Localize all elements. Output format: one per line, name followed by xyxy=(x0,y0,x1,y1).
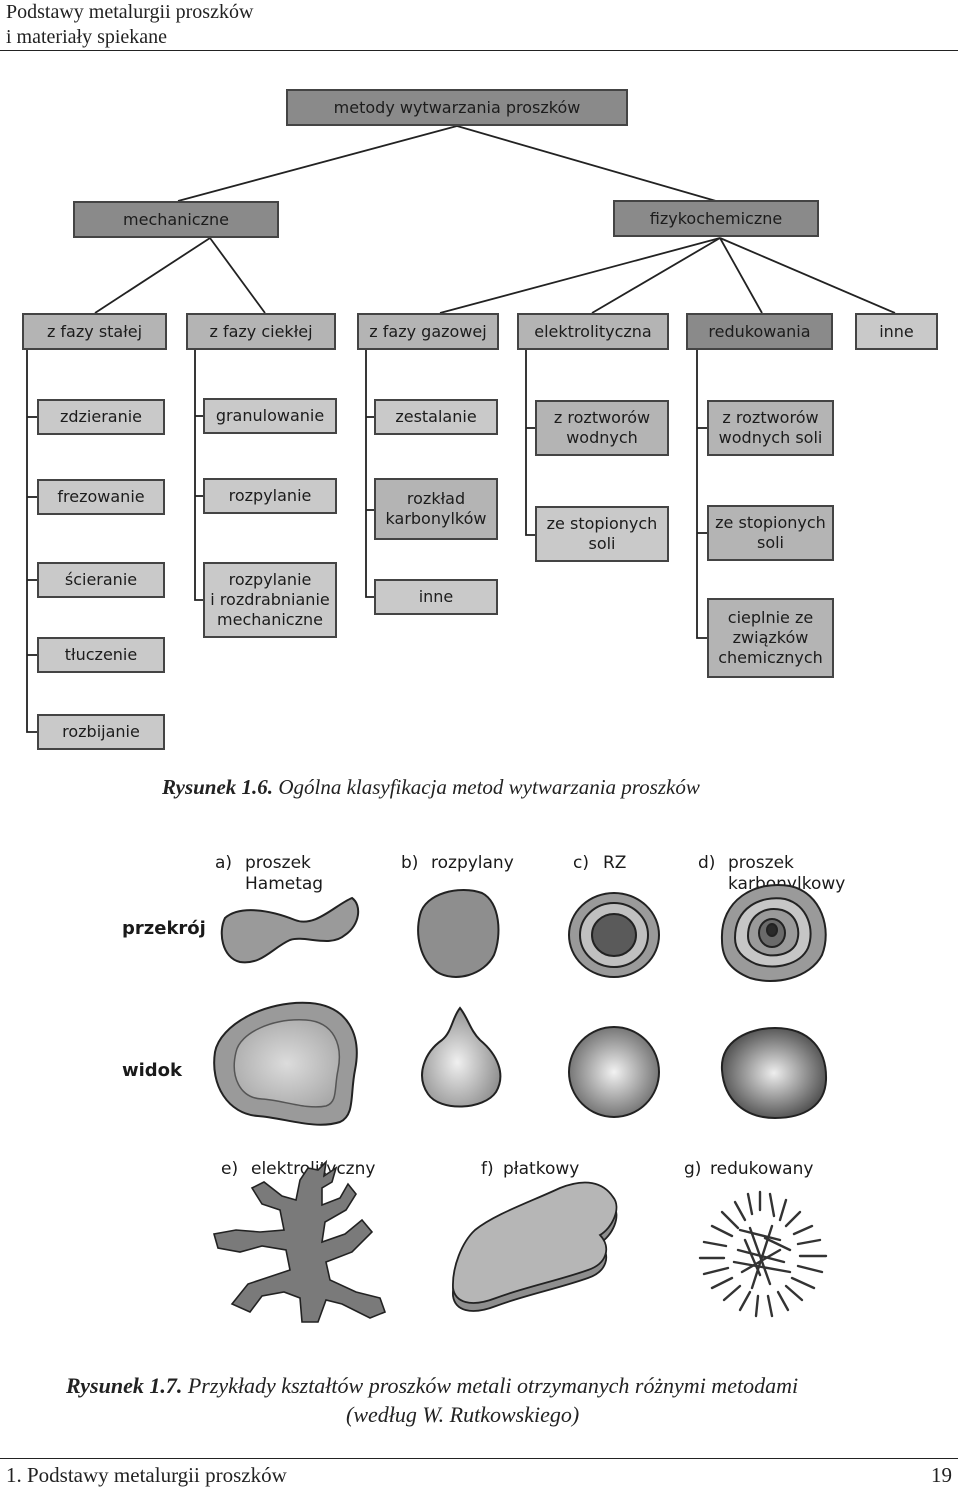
method-box: tłuczenie xyxy=(37,637,165,673)
rz-cross-section-core xyxy=(591,913,637,957)
method-box: zdzieranie xyxy=(37,399,165,435)
electrolytic-dendrite xyxy=(212,1159,387,1323)
electrolytic-box: elektrolityczna xyxy=(517,313,669,350)
footer-rule xyxy=(0,1458,958,1459)
row-label-view: widok xyxy=(122,1060,183,1081)
header-line-2: i materiały spiekane xyxy=(6,26,168,48)
method-box: ścieranie xyxy=(37,562,165,598)
method-box: rozbijanie xyxy=(37,714,165,750)
other-box: inne xyxy=(855,313,938,350)
atomized-cross-section xyxy=(417,889,500,978)
shape-label-c: c)RZ xyxy=(573,853,627,873)
carbonyl-view xyxy=(720,1026,828,1120)
figure-1-7-caption: Rysunek 1.7. Przykłady kształtów proszkó… xyxy=(66,1373,798,1399)
method-box: rozpylanie i rozdrabnianie mechaniczne xyxy=(203,562,337,638)
shape-label-g: g)redukowany xyxy=(684,1159,814,1179)
method-box: frezowanie xyxy=(37,479,165,515)
running-header: Podstawy metalurgii proszków i materiały… xyxy=(6,0,253,50)
caption-text: Ogólna klasyfikacja metod wytwarzania pr… xyxy=(278,775,700,799)
shape-label-b: b)rozpylany xyxy=(401,853,514,873)
method-box: zestalanie xyxy=(374,399,498,435)
row-label-cross-section: przekrój xyxy=(122,918,206,939)
gas-phase-box: z fazy gazowej xyxy=(357,313,499,350)
method-box: granulowanie xyxy=(203,398,337,434)
header-rule xyxy=(0,50,958,51)
reduced-spiky-particle xyxy=(698,1190,828,1318)
method-box: rozkład karbonylków xyxy=(374,478,498,540)
method-box: z roztworów wodnych xyxy=(535,400,669,456)
atomized-view-droplet xyxy=(421,1006,502,1108)
header-line-1: Podstawy metalurgii proszków xyxy=(6,1,254,23)
caption-number: Rysunek 1.6. xyxy=(162,775,274,799)
flake-particle-face xyxy=(452,1181,618,1304)
solid-phase-box: z fazy stałej xyxy=(22,313,167,350)
hametag-cross-section xyxy=(220,896,360,964)
footer-chapter: 1. Podstawy metalurgii proszków xyxy=(6,1463,287,1487)
carbonyl-cross-section-5 xyxy=(766,923,778,937)
method-box: ze stopionych soli xyxy=(707,505,834,561)
figure-1-7-caption-line-2: (według W. Rutkowskiego) xyxy=(346,1402,580,1427)
shape-label-a: a)proszek Hametag xyxy=(215,853,324,894)
root-method-box: metody wytwarzania proszków xyxy=(286,89,628,126)
shape-label-f: f)płatkowy xyxy=(481,1159,580,1179)
page-number: 19 xyxy=(931,1463,952,1487)
figure-1-6-caption: Rysunek 1.6. Ogólna klasyfikacja metod w… xyxy=(162,775,700,800)
mechanical-box: mechaniczne xyxy=(73,201,279,238)
method-box: z roztworów wodnych soli xyxy=(707,400,834,456)
method-box: inne xyxy=(374,579,498,615)
caption-number: Rysunek 1.7. xyxy=(66,1373,183,1398)
method-box: cieplnie ze związków chemicznych xyxy=(707,598,834,678)
caption-text: Przykłady kształtów proszków metali otrz… xyxy=(187,1373,799,1398)
classification-connectors xyxy=(26,125,896,733)
rz-view-sphere xyxy=(568,1026,660,1118)
physicochemical-box: fizykochemiczne xyxy=(613,200,819,237)
method-box: rozpylanie xyxy=(203,478,337,514)
liquid-phase-box: z fazy ciekłej xyxy=(186,313,336,350)
method-box: ze stopionych soli xyxy=(535,506,669,562)
hametag-view-inner xyxy=(233,1019,340,1108)
reduction-box: redukowania xyxy=(686,313,833,350)
